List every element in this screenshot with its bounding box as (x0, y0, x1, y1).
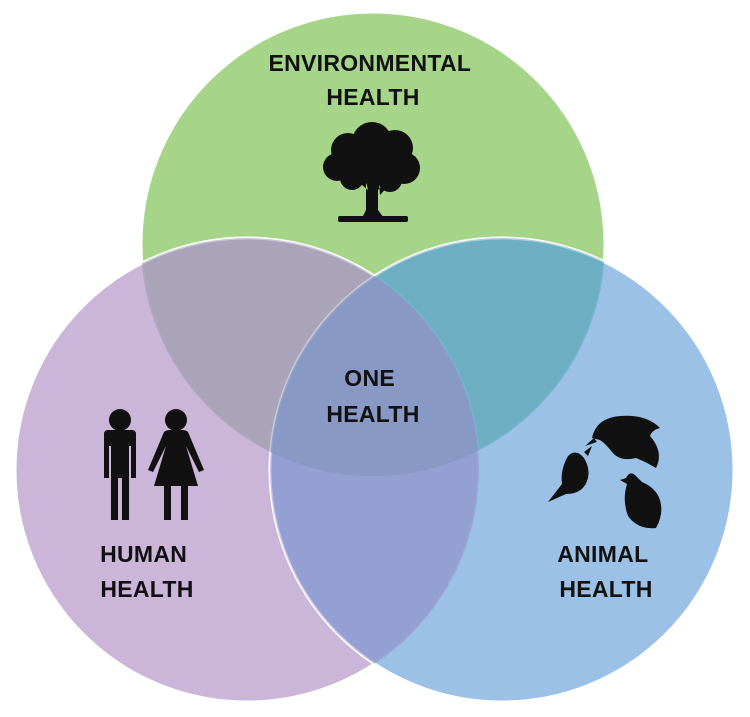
center-label-line-2: HEALTH (326, 401, 419, 427)
human-label-line-1: HUMAN (100, 541, 187, 567)
venn-circles (13, 10, 736, 704)
animal-label-line-1: ANIMAL (557, 541, 648, 567)
environmental-health-label: ENVIRONMENTAL HEALTH (268, 50, 477, 110)
environmental-label-line-1: ENVIRONMENTAL (268, 50, 470, 76)
center-label-line-1: ONE (344, 365, 395, 391)
human-label-line-2: HEALTH (100, 576, 193, 602)
tree-icon (323, 122, 420, 222)
human-animal-overlap-tint (270, 238, 479, 702)
human-health-label: HUMAN HEALTH (100, 541, 194, 602)
one-health-center-label: ONE HEALTH (326, 365, 419, 427)
animal-label-line-2: HEALTH (559, 576, 652, 602)
environmental-label-line-2: HEALTH (326, 84, 419, 110)
people-icon (104, 409, 204, 520)
animal-health-label: ANIMAL HEALTH (557, 541, 655, 602)
birds-icon (548, 415, 662, 529)
